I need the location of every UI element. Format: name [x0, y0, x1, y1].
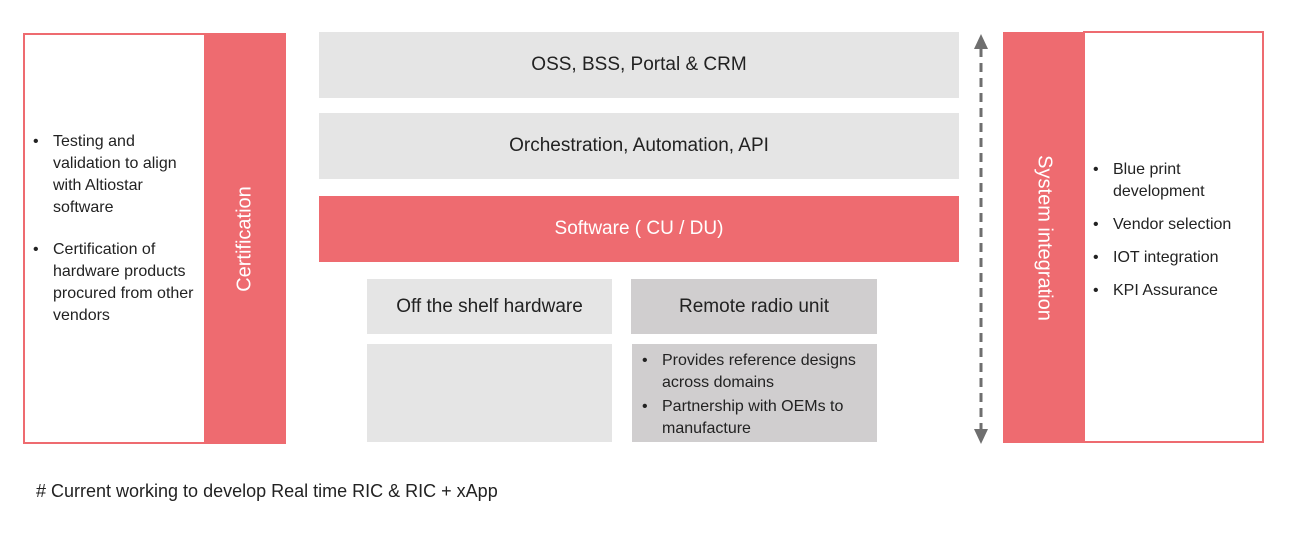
oss-bss-layer: OSS, BSS, Portal & CRM: [319, 32, 959, 98]
certification-notes-panel: Testing and validation to align with Alt…: [23, 33, 207, 444]
certification-list: Testing and validation to align with Alt…: [33, 131, 205, 327]
certification-item: Testing and validation to align with Alt…: [33, 131, 205, 219]
software-layer: Software ( CU / DU): [319, 196, 959, 262]
rru-detail-box: Provides reference designs across domain…: [632, 344, 877, 442]
rru-item: Partnership with OEMs to manufacture: [642, 396, 874, 440]
system-integration-bar: System integration: [1003, 32, 1085, 443]
hardware-detail-box: [367, 344, 612, 442]
scope-double-arrow: [974, 34, 988, 444]
system-integration-notes-panel: Blue print development Vendor selection …: [1083, 31, 1264, 443]
system-integration-list: Blue print development Vendor selection …: [1093, 159, 1261, 302]
system-integration-label: System integration: [1033, 154, 1056, 321]
orchestration-label: Orchestration, Automation, API: [509, 135, 769, 156]
system-integration-item: Blue print development: [1093, 159, 1261, 203]
remote-radio-unit-box: Remote radio unit: [631, 279, 877, 334]
system-integration-item: KPI Assurance: [1093, 280, 1261, 302]
orchestration-layer: Orchestration, Automation, API: [319, 113, 959, 179]
software-label: Software ( CU / DU): [554, 218, 724, 239]
oss-bss-label: OSS, BSS, Portal & CRM: [531, 54, 747, 75]
system-integration-item: Vendor selection: [1093, 214, 1261, 236]
hardware-label: Off the shelf hardware: [396, 295, 583, 317]
rru-label: Remote radio unit: [679, 295, 829, 317]
certification-item: Certification of hardware products procu…: [33, 239, 205, 327]
certification-bar: Certification: [204, 33, 286, 444]
off-the-shelf-hardware-box: Off the shelf hardware: [367, 279, 612, 334]
rru-item: Provides reference designs across domain…: [642, 350, 874, 394]
rru-list: Provides reference designs across domain…: [642, 350, 874, 440]
footnote: # Current working to develop Real time R…: [36, 481, 498, 501]
system-integration-item: IOT integration: [1093, 247, 1261, 269]
certification-label: Certification: [233, 185, 256, 292]
